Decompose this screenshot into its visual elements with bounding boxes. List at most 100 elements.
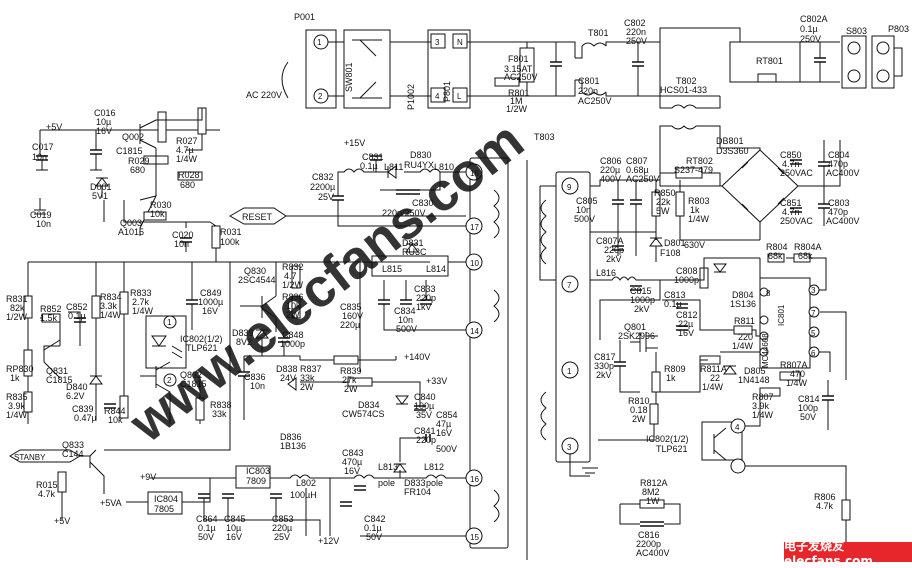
- label: C843: [342, 448, 364, 458]
- label: 33k: [300, 373, 315, 383]
- label: 4: [435, 92, 440, 101]
- label: 5W: [656, 206, 670, 216]
- label: R030: [150, 200, 172, 210]
- label: 680: [130, 165, 145, 175]
- label: C807A: [596, 236, 624, 246]
- label: DB801: [716, 136, 744, 146]
- label: Q832: [180, 370, 202, 380]
- label: C842: [364, 514, 386, 524]
- label: R850: [654, 188, 676, 198]
- label: C813: [664, 290, 686, 300]
- label: D3S360: [716, 146, 749, 156]
- label: R809: [664, 364, 686, 374]
- label: 17: [470, 223, 479, 232]
- label: 1N4148: [738, 375, 770, 385]
- label: RU3C: [402, 247, 427, 257]
- label: RESET: [242, 212, 273, 222]
- label: IC804: [154, 494, 178, 504]
- label: 82k: [10, 303, 25, 313]
- label: P001: [294, 12, 315, 22]
- label: L: [457, 92, 462, 101]
- label: R833: [130, 288, 152, 298]
- label: C1815: [180, 379, 207, 389]
- label: RT801: [756, 56, 783, 66]
- label: 220p: [416, 435, 436, 445]
- label: 250VAC: [780, 216, 813, 226]
- label: 4.7k: [816, 501, 834, 511]
- label: 1/2W: [506, 104, 528, 114]
- label: T801: [588, 28, 609, 38]
- label: 16V: [96, 126, 112, 136]
- label: T803: [534, 132, 555, 142]
- label: D833: [404, 478, 426, 488]
- label: R031: [220, 227, 242, 237]
- label: 220p/250V: [382, 208, 426, 218]
- label: C834: [394, 306, 416, 316]
- label: 50V: [198, 532, 214, 542]
- label: 220n: [626, 27, 646, 37]
- label: 68k: [798, 251, 813, 261]
- label: 9: [567, 183, 572, 192]
- label: +5V: [46, 122, 62, 132]
- label: D001: [90, 182, 112, 192]
- label: 0.1µ: [198, 523, 216, 533]
- label: 1/4W: [688, 214, 710, 224]
- label: 2W: [344, 384, 358, 394]
- label: 1/4W: [132, 306, 154, 316]
- label: 68k: [768, 251, 783, 261]
- label: 1M: [510, 96, 523, 106]
- label: R028: [178, 170, 200, 180]
- label: 1000p: [630, 295, 655, 305]
- label: 1000p: [674, 275, 699, 285]
- label: 500V: [574, 214, 595, 224]
- label: RP830: [6, 364, 34, 374]
- label: Q831: [46, 366, 68, 376]
- label: 330p: [594, 361, 614, 371]
- label: R837: [300, 364, 322, 374]
- label: AC400V: [636, 548, 670, 558]
- ic803-7809: [235, 465, 271, 489]
- label: L814: [426, 264, 446, 274]
- label: R804A: [794, 242, 822, 252]
- label: 2W: [300, 382, 314, 392]
- label: 0.18: [630, 405, 648, 415]
- label: 470: [790, 369, 805, 379]
- label: 10n: [36, 219, 51, 229]
- label: 50V: [366, 532, 382, 542]
- label: 27k: [342, 375, 357, 385]
- label: 220µ: [272, 523, 292, 533]
- label: 10k: [286, 301, 301, 311]
- transformer-t803-primary: [555, 171, 591, 463]
- label: 4: [735, 423, 740, 432]
- label: 6: [811, 349, 816, 358]
- label: C814: [798, 394, 820, 404]
- label: AC 220V: [246, 90, 282, 100]
- label: IC801: [777, 304, 786, 326]
- label: 0.68µ: [626, 165, 649, 175]
- label: C839: [72, 404, 94, 414]
- label: C864: [196, 514, 218, 524]
- label: 1/2W: [282, 280, 304, 290]
- label: C816: [638, 530, 660, 540]
- label: 470p: [828, 159, 848, 169]
- schematic-labels: P001 SW801 P1002 P801 F801 3.15AT AC250V…: [6, 12, 909, 558]
- label: 470p: [828, 207, 848, 217]
- label: L810: [434, 162, 454, 172]
- label: 2SK2996: [618, 331, 655, 341]
- label: L816: [596, 268, 616, 278]
- label: 14: [470, 327, 479, 336]
- label: 220p: [604, 245, 624, 255]
- label: 0.1µ: [364, 523, 382, 533]
- label: 0.47µ: [74, 413, 97, 423]
- label: L811: [384, 162, 403, 172]
- label: 3: [567, 443, 572, 452]
- label: C841: [414, 426, 436, 436]
- label: 4.7n: [782, 207, 800, 217]
- label: 1000p: [280, 339, 305, 349]
- label: R807: [752, 392, 774, 402]
- site-logo: 电子发烧友 elecfans.com: [784, 539, 912, 568]
- label: +15V: [344, 138, 365, 148]
- label: +9V: [140, 472, 156, 482]
- label: 10µ: [96, 117, 111, 127]
- label: R839: [340, 366, 362, 376]
